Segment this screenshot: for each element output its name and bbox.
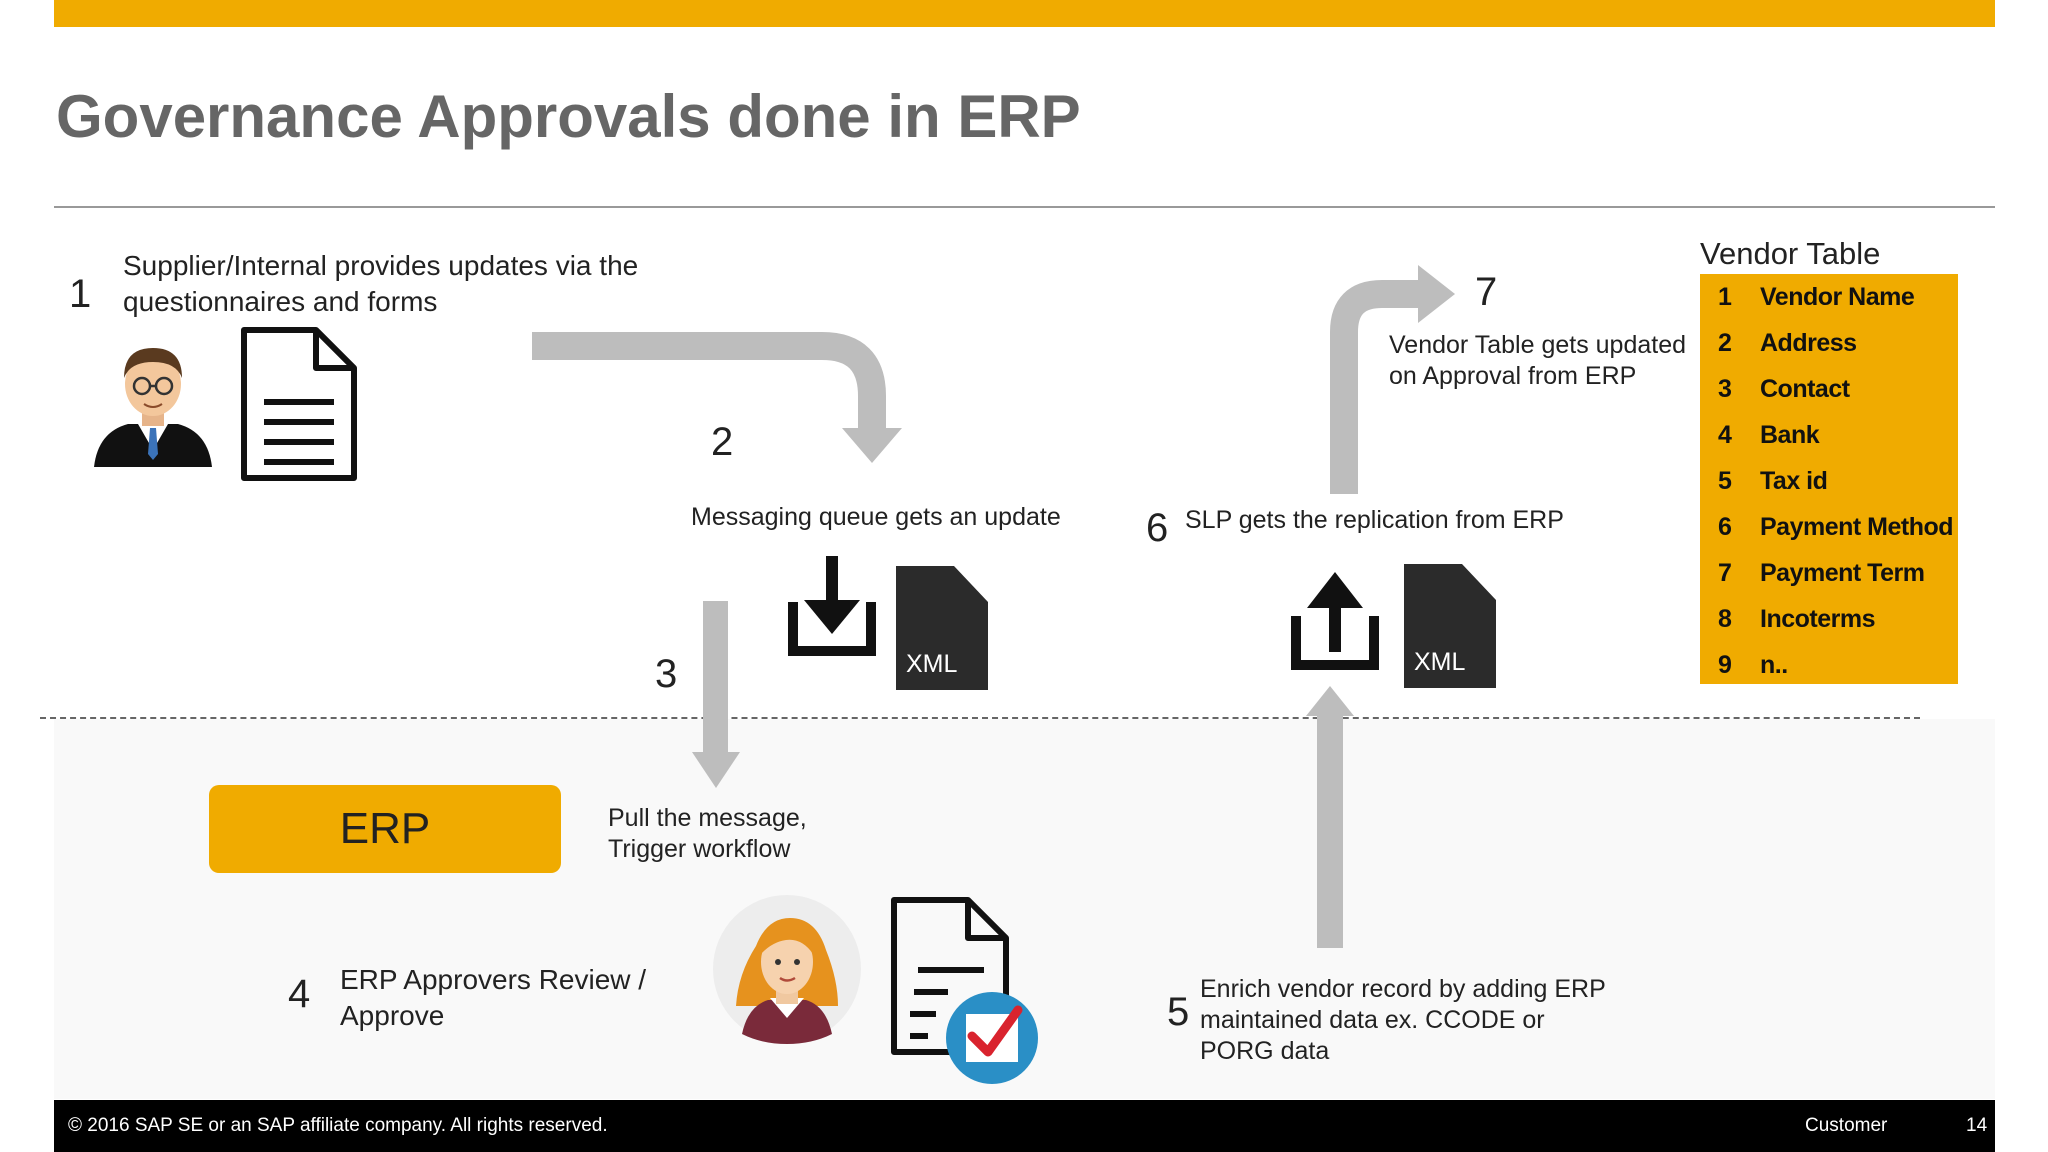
step-1-text: Supplier/Internal provides updates via t…: [123, 250, 639, 317]
xml-label: XML: [1414, 648, 1466, 676]
step-6-text: SLP gets the replication from ERP: [1185, 506, 1564, 534]
step-5-text: Enrich vendor record by adding ERP maint…: [1200, 975, 1606, 1065]
xml-label: XML: [906, 650, 958, 678]
title-divider: [54, 206, 1995, 208]
businessman-avatar: [94, 348, 212, 467]
document-icon: [241, 327, 357, 481]
check-badge-icon: [946, 992, 1038, 1084]
approved-document-icon: [891, 897, 1038, 1084]
step-6-number: 6: [1146, 506, 1169, 550]
vendor-table-title: Vendor Table: [1700, 236, 1881, 271]
step-7-text: Vendor Table gets updated on Approval fr…: [1389, 331, 1687, 390]
footer-page-number: 14: [1966, 1115, 1988, 1136]
top-accent-bar: [54, 0, 1995, 27]
step-4-text: ERP Approvers Review / Approve: [340, 964, 647, 1031]
footer-bar: © 2016 SAP SE or an SAP affiliate compan…: [54, 1100, 1995, 1152]
step-3-text: Pull the message, Trigger workflow: [608, 804, 807, 863]
step-2-number: 2: [711, 420, 734, 464]
zone-separator: [40, 717, 1920, 719]
erp-system-box: ERP: [209, 785, 561, 873]
footer-copyright: © 2016 SAP SE or an SAP affiliate compan…: [68, 1115, 608, 1136]
step-5-number: 5: [1167, 990, 1190, 1034]
step-3-number: 3: [655, 652, 678, 696]
download-icon: [788, 556, 876, 656]
step-7-number: 7: [1475, 270, 1498, 314]
upload-icon: [1291, 572, 1379, 670]
step-4-number: 4: [288, 972, 311, 1016]
woman-avatar: [713, 895, 861, 1044]
slide-title: Governance Approvals done in ERP: [56, 83, 1081, 150]
xml-file-icon: XML: [896, 566, 988, 690]
footer-classification: Customer: [1805, 1115, 1888, 1136]
step-1-number: 1: [69, 272, 92, 316]
step-2-text: Messaging queue gets an update: [691, 503, 1061, 531]
xml-file-icon: XML: [1404, 564, 1496, 688]
